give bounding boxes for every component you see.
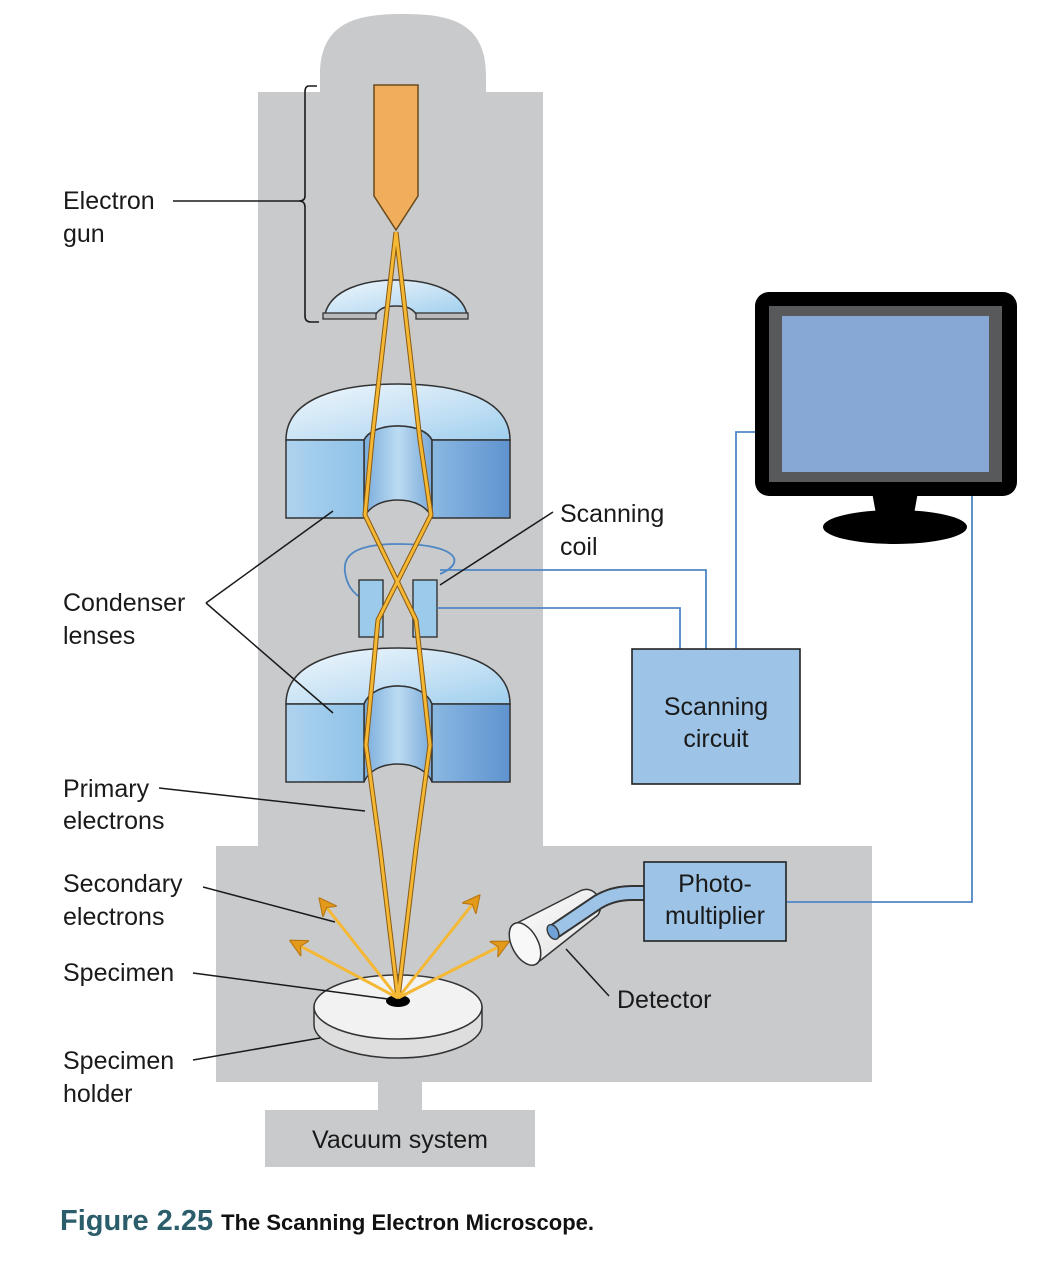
photomultiplier-label: Photo- <box>678 870 752 898</box>
beam-arrow <box>378 319 380 354</box>
label-primary-electrons: Primary <box>63 775 150 803</box>
leader-specimen-holder <box>192 1037 321 1061</box>
label-condenser-lenses: Condenser <box>63 589 185 617</box>
secondary-electron-ray <box>397 942 508 1000</box>
leader-condenser-lower <box>205 602 334 714</box>
leader-condenser-upper <box>205 510 334 604</box>
light-guide-inner <box>548 887 646 938</box>
lens-lower-right-block <box>431 703 511 783</box>
label-detector: Detector <box>617 986 711 1014</box>
beam-arrow <box>425 504 431 532</box>
photomultiplier-label-2: multiplier <box>665 902 765 930</box>
leader-specimen <box>192 972 389 1000</box>
beam-arrow <box>365 504 371 532</box>
label-electron-gun-2: gun <box>63 220 105 248</box>
monitor <box>755 292 1017 544</box>
secondary-electron-ray <box>320 899 400 999</box>
label-primary-electrons-2: electrons <box>63 807 164 835</box>
microscope-housing: Vacuum system <box>216 14 872 1167</box>
vacuum-system-box <box>265 1110 535 1167</box>
label-condenser-lenses-2: lenses <box>63 622 135 650</box>
photomultiplier-box <box>643 861 787 942</box>
figure-title: The Scanning Electron Microscope. <box>221 1210 594 1235</box>
wiring <box>437 431 973 903</box>
figure-caption: Figure 2.25 The Scanning Electron Microsc… <box>60 1205 594 1238</box>
lens-upper-right-block <box>431 439 511 519</box>
scanning-circuit-label-2: circuit <box>683 725 748 753</box>
wire-coil-top <box>440 569 707 649</box>
condenser-lens-upper <box>285 383 511 519</box>
beam-arrow <box>374 824 377 858</box>
coil-plate-left <box>358 579 384 638</box>
scanning-circuit-label: Scanning <box>664 693 768 721</box>
light-guide-end <box>546 923 560 941</box>
monitor-stand-neck <box>872 492 918 514</box>
scanning-coil-loop <box>343 543 456 597</box>
detector <box>508 885 646 966</box>
lens-upper-left-block <box>285 439 365 519</box>
wire-circuit-monitor <box>735 431 760 649</box>
secondary-electron-ray <box>291 941 399 1000</box>
vacuum-pipe <box>378 1080 422 1112</box>
label-secondary-electrons-2: electrons <box>63 903 164 931</box>
secondary-electron-ray <box>396 896 479 999</box>
label-electron-gun: Electron <box>63 187 155 215</box>
label-scanning-coil-2: coil <box>560 533 598 561</box>
anode-base-left <box>322 312 377 320</box>
vacuum-system-label: Vacuum system <box>312 1126 488 1154</box>
condenser-lens-lower <box>285 647 511 783</box>
label-secondary-electrons: Secondary <box>63 870 183 898</box>
beam-arrow <box>411 319 414 354</box>
label-specimen-holder: Specimen <box>63 1047 174 1075</box>
electron-gun-filament <box>373 84 419 232</box>
specimen-stage <box>313 974 483 1059</box>
primary-electron-beam <box>362 231 434 999</box>
leader-detector <box>565 948 610 997</box>
scanning-circuit-box <box>631 648 801 785</box>
label-specimen: Specimen <box>63 959 174 987</box>
beam-arrow <box>418 824 421 858</box>
figure-number: Figure 2.25 <box>60 1205 214 1237</box>
label-specimen-holder-2: holder <box>63 1080 133 1108</box>
wire-coil-plate <box>437 607 681 649</box>
leader-scanning-coil <box>439 511 554 586</box>
label-scanning-coil: Scanning <box>560 500 664 528</box>
monitor-screen <box>782 316 989 472</box>
electron-gun <box>298 84 469 323</box>
lens-lower-left-block <box>285 703 365 783</box>
secondary-electrons <box>291 896 508 1000</box>
wire-photomultiplier-monitor <box>787 496 973 903</box>
leader-primary-electrons <box>158 787 366 812</box>
sem-diagram: Vacuum system Scanning circuit <box>63 14 1017 1167</box>
scanning-circuit: Scanning circuit <box>631 648 801 785</box>
anode-base-right <box>415 312 469 320</box>
photomultiplier: Photo- multiplier <box>643 861 787 942</box>
detector-face <box>508 922 542 966</box>
labels: Electron gun Condenser lenses Primary el… <box>63 187 711 1108</box>
leader-lines <box>158 200 610 1061</box>
leader-secondary-electrons <box>202 886 336 923</box>
specimen <box>386 995 410 1007</box>
monitor-stand-base <box>823 510 967 544</box>
